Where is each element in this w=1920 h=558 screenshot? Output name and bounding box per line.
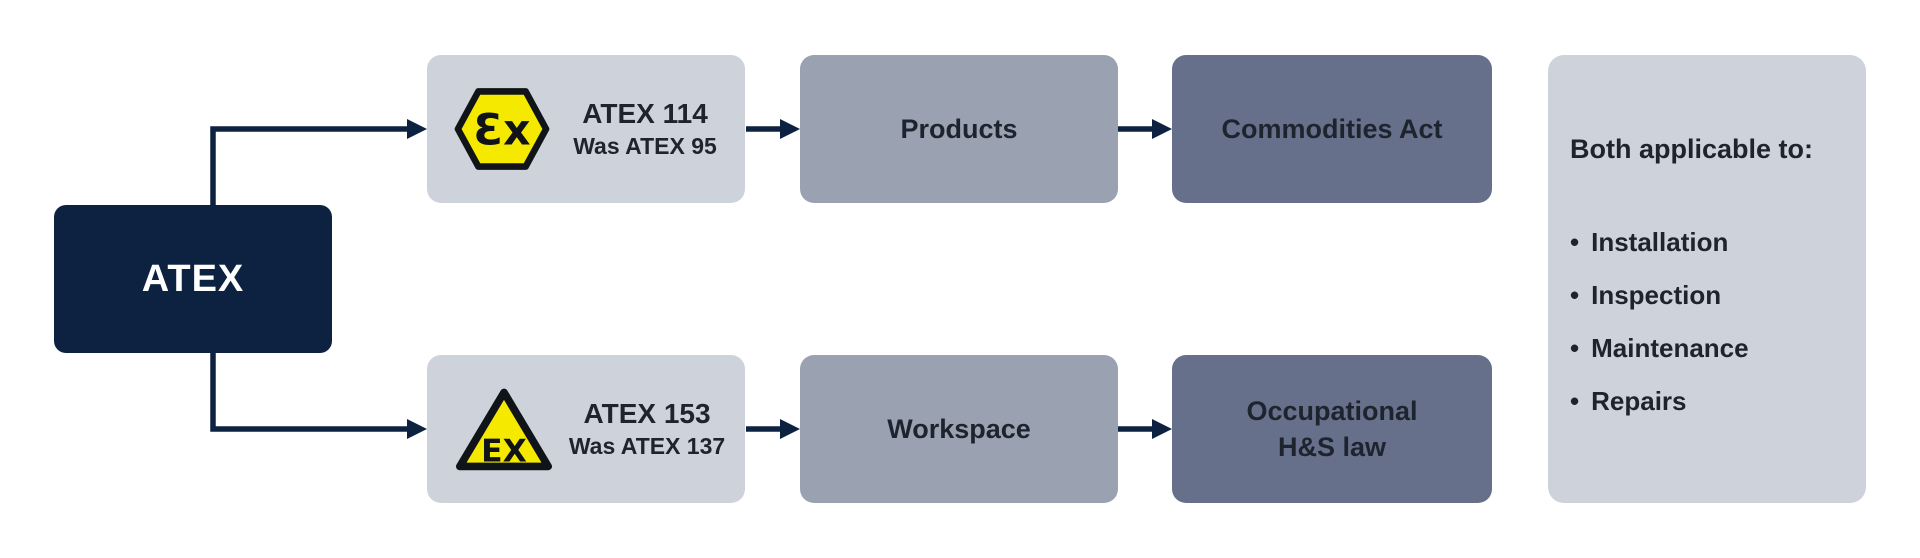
node-atex-114: Ɛx ATEX 114 Was ATEX 95 xyxy=(427,55,745,203)
connector-root-to-bottom xyxy=(210,353,407,432)
node-label: Products xyxy=(900,113,1018,144)
node-text-block: ATEX 153 Was ATEX 137 xyxy=(565,400,729,458)
connector-root-to-top xyxy=(210,126,407,205)
node-atex-153: EX ATEX 153 Was ATEX 137 xyxy=(427,355,745,503)
panel-item-label: Inspection xyxy=(1591,280,1722,310)
node-text-block: ATEX 114 Was ATEX 95 xyxy=(561,100,729,158)
bullet-icon: • xyxy=(1570,386,1580,416)
node-label: Occupational H&S law xyxy=(1246,395,1418,462)
side-panel-both-applicable: Both applicable to: • Installation • Inspec… xyxy=(1548,55,1866,503)
node-label: Commodities Act xyxy=(1221,113,1443,144)
ex-hexagon-glyph: Ɛx xyxy=(474,107,531,156)
ex-triangle-icon: EX xyxy=(453,384,555,474)
panel-item-label: Repairs xyxy=(1591,386,1687,416)
arrowhead-icon xyxy=(407,119,427,139)
arrowhead-icon xyxy=(407,419,427,439)
panel-item-label: Installation xyxy=(1591,227,1729,257)
node-subtitle: Was ATEX 137 xyxy=(568,433,726,459)
ex-triangle-glyph: EX xyxy=(481,433,527,469)
side-panel-title: Both applicable to: xyxy=(1570,134,1813,164)
bullet-icon: • xyxy=(1570,333,1580,363)
arrowhead-icon xyxy=(780,419,800,439)
side-panel-list: • Installation • Inspection • Maintenance • Rep… xyxy=(1570,226,1848,418)
panel-bullet-item: • Repairs xyxy=(1570,385,1848,418)
root-node-atex: ATEX xyxy=(54,205,332,353)
node-title: ATEX 114 xyxy=(582,98,708,129)
node-label: Workspace xyxy=(887,413,1031,444)
arrowhead-icon xyxy=(1152,419,1172,439)
bullet-icon: • xyxy=(1570,227,1580,257)
panel-bullet-item: • Maintenance xyxy=(1570,332,1848,365)
bullet-icon: • xyxy=(1570,280,1580,310)
node-commodities-act: Commodities Act xyxy=(1172,55,1492,203)
panel-bullet-item: • Installation xyxy=(1570,226,1848,259)
ex-hexagon-icon: Ɛx xyxy=(453,86,551,172)
node-products: Products xyxy=(800,55,1118,203)
arrowhead-icon xyxy=(1152,119,1172,139)
root-node-label: ATEX xyxy=(141,257,245,300)
panel-item-label: Maintenance xyxy=(1591,333,1749,363)
node-title: ATEX 153 xyxy=(583,398,711,429)
node-occupational-hs-law: Occupational H&S law xyxy=(1172,355,1492,503)
panel-bullet-item: • Inspection xyxy=(1570,279,1848,312)
arrowhead-icon xyxy=(780,119,800,139)
node-workspace: Workspace xyxy=(800,355,1118,503)
node-subtitle: Was ATEX 95 xyxy=(573,133,717,159)
